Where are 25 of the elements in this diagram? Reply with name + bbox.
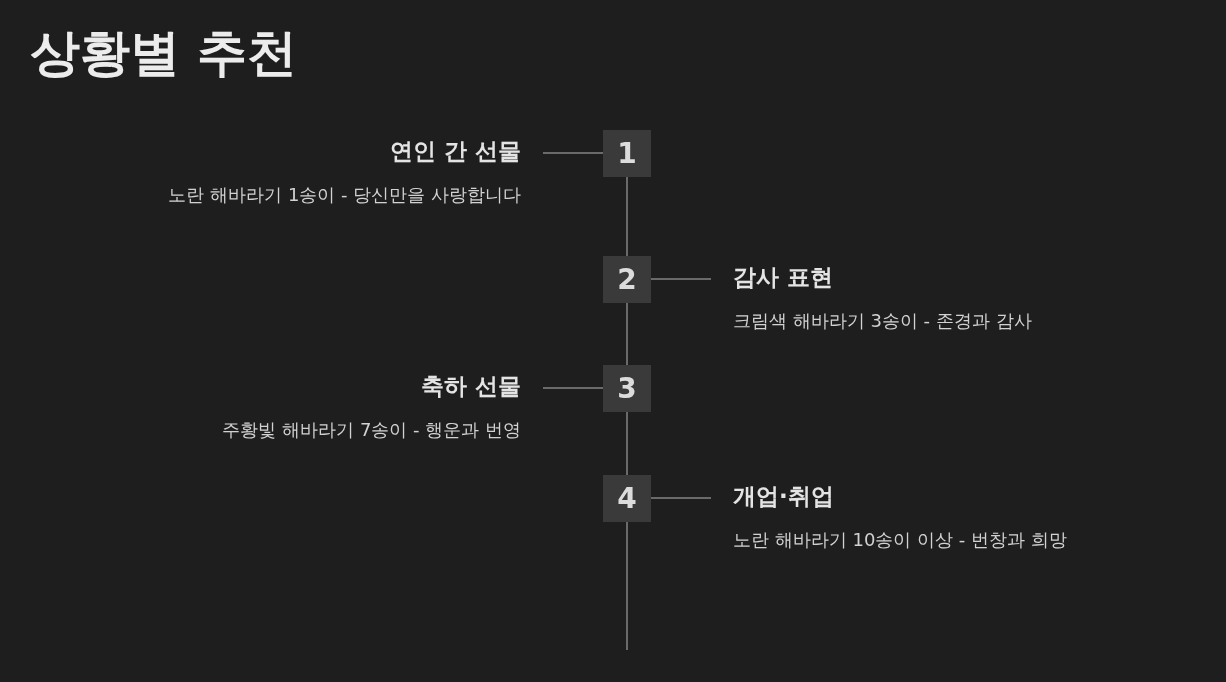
connector-line: [626, 411, 628, 476]
step-number: 4: [617, 482, 637, 515]
step-number-box: [603, 365, 651, 412]
connector-line: [626, 176, 628, 257]
step-number: 2: [617, 263, 637, 296]
connector-line: [626, 521, 628, 651]
occasion-description: 노란 해바라기 10송이 이상 - 번창과 희망: [733, 528, 1067, 552]
occasion-heading: 개업·취업: [733, 482, 834, 511]
occasion-heading: 연인 간 선물: [390, 137, 521, 166]
page-title: 상황별 추천: [30, 23, 298, 84]
step-number-box: [603, 130, 651, 177]
occasion-description: 주황빛 해바라기 7송이 - 행운과 번영: [222, 418, 521, 442]
step-number-box: [603, 475, 651, 522]
connector-line: [650, 278, 712, 280]
step-number: 1: [617, 137, 637, 170]
step-number-box: [603, 256, 651, 303]
connector-line: [650, 497, 712, 499]
occasion-heading: 축하 선물: [421, 372, 521, 401]
occasion-heading: 감사 표현: [733, 263, 833, 292]
connector-line: [542, 387, 604, 389]
occasion-description: 노란 해바라기 1송이 - 당신만을 사랑합니다: [168, 183, 521, 207]
connector-line: [626, 302, 628, 366]
step-number: 3: [617, 372, 637, 405]
connector-line: [542, 152, 604, 154]
occasion-description: 크림색 해바라기 3송이 - 존경과 감사: [733, 309, 1032, 333]
